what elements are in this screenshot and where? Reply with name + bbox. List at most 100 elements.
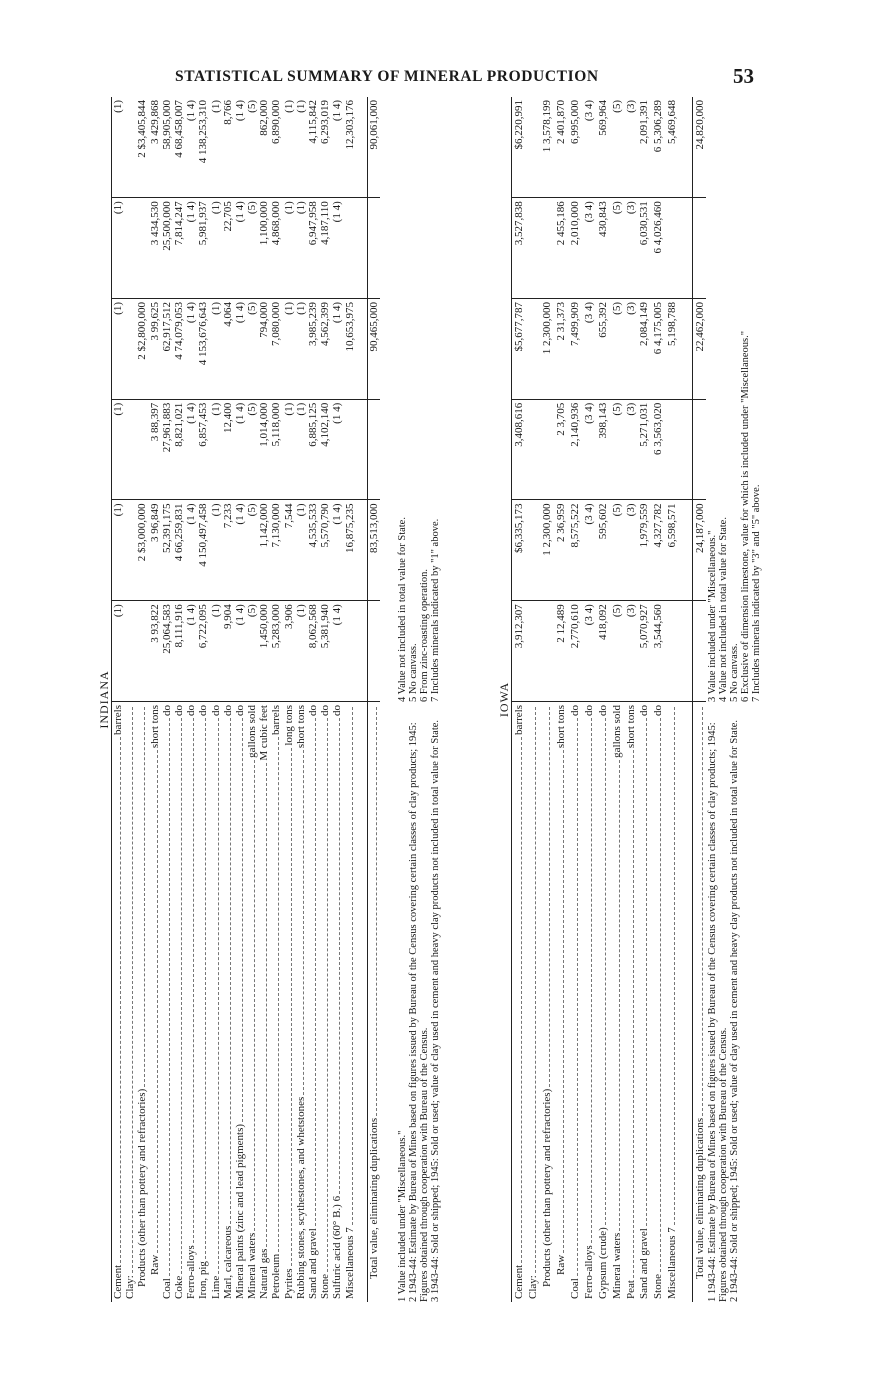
row-label: Ferro-alloys [185,1245,198,1299]
dot-leader [674,707,676,1226]
value-cell: 3 429,868 [148,100,161,144]
quantity-cell: (3 4) [580,197,595,299]
quantity-cell [692,197,706,299]
value-cell: 7,544 [282,500,295,601]
quantity-cell: (3) [622,399,637,500]
quantity-cell: 8,111,916 [172,600,185,702]
quantity-cell: 12,400 [221,399,234,500]
row-unit: do [221,705,234,716]
quantity-cell: (1) [209,600,222,702]
row-label-cell: Stone do [319,701,332,1302]
quantity-cell: 9,904 [221,600,234,702]
dot-leader [132,707,134,1274]
quantity-cell: 5,981,937 [197,197,210,299]
row-unit: do [233,705,246,716]
footnote: 3 Value included under "Miscellaneous." [707,530,718,702]
value-cell: 2 $2,800,000 [136,298,149,400]
value-cell: (1 4) [184,500,198,601]
row-unit: do [209,705,222,716]
quantity-cell: (1 4) [233,197,246,299]
dot-leader [144,707,146,1087]
value-cell [355,298,368,400]
label-wrap: Products (other than pottery and refract… [541,705,553,1299]
value-cell: (1) [294,100,307,113]
value-cell: 2 $3,405,844 [136,100,149,158]
row-label: Miscellaneous 7 [666,1227,679,1299]
dot-leader [266,762,268,1247]
quantity-cell: (1) [209,197,222,299]
value-cell: (5) [608,298,623,400]
value-cell: 58,905,000 [160,100,173,150]
value-cell: 2 401,870 [555,100,568,144]
value-cell: (5) [245,500,259,601]
row-label: Raw [148,1254,161,1275]
footnote: 2 1943-44: Sold or shipped; 1945: Sold o… [729,719,740,1302]
quantity-cell: 22,705 [221,197,234,299]
dot-leader [660,718,662,1272]
value-cell: (1 4) [331,100,344,122]
quantity-cell: (3) [622,197,637,299]
table-row: Products (other than pottery and refract… [136,97,149,1302]
value-cell [678,298,693,400]
row-label-cell: Miscellaneous 7 [343,701,356,1302]
row-unit: do [582,705,595,716]
quantity-cell: 5,271,031 [636,399,651,500]
footnote: 7 Includes minerals indicated by "1" abo… [430,518,441,702]
quantity-cell: (1 4) [184,600,198,702]
dot-leader [156,750,158,1253]
quantity-cell [539,197,554,299]
footnote: 5 No canvass. [729,643,740,702]
row-unit: do [319,705,332,716]
quantity-cell [355,197,368,299]
value-cell: (1 4) [331,298,344,400]
row-label-cell: Products (other than pottery and refract… [539,701,554,1302]
value-cell: 794,000 [258,298,271,400]
value-cell: 5,198,788 [664,298,679,400]
value-cell: 3,985,239 [306,298,319,400]
row-unit: gallons sold [246,705,259,758]
quantity-cell [343,197,356,299]
value-cell: (1 4) [233,500,246,601]
row-unit: barrels [513,705,526,735]
quantity-cell: 4,102,140 [319,399,332,500]
row-label: Clay: [124,1275,137,1299]
row-label: Stone [319,1273,332,1299]
value-cell: 6,995,000 [568,100,581,144]
value-cell: (1 4) [331,500,344,601]
quantity-cell: (1) [209,399,222,500]
quantity-cell: 1,100,000 [258,197,271,299]
quantity-cell [678,600,693,702]
value-cell: (1 4) [233,100,246,122]
dot-leader [590,718,592,1244]
row-label: Petroleum [270,1253,283,1299]
footnote: 2 1943-44: Estimate by Bureau of Mines b… [408,722,430,1302]
dot-leader [646,718,648,1227]
dot-leader [632,750,634,1279]
dot-leader [315,718,316,1227]
quantity-cell [692,399,706,500]
table-row: Clay: [525,97,540,1302]
quantity-cell [124,197,137,299]
quantity-cell: (1 4) [331,399,344,500]
quantity-cell [678,399,693,500]
value-cell [525,298,540,400]
dot-leader [168,718,170,1277]
